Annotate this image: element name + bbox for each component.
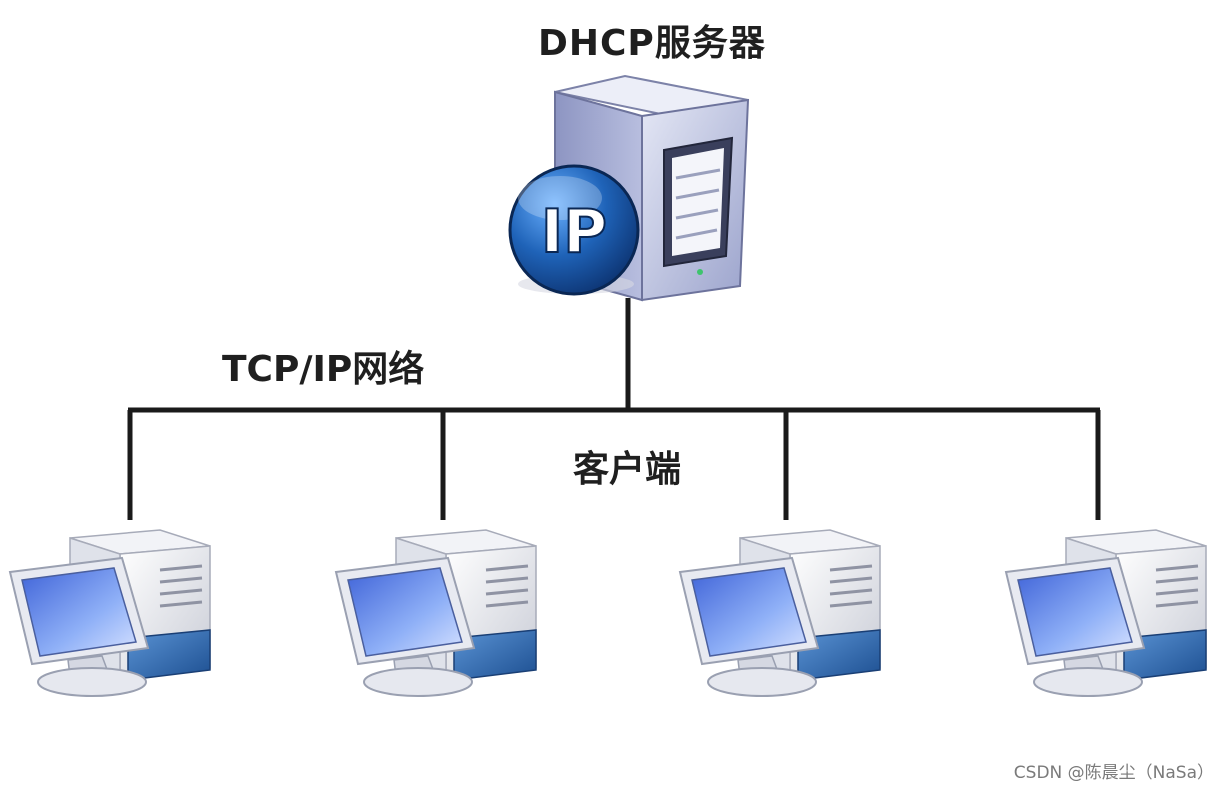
server-title: DHCP服务器 — [538, 23, 766, 64]
client-computer-4 — [1004, 528, 1208, 698]
client-computer-1 — [8, 528, 212, 698]
watermark: CSDN @陈晨尘（NaSa） — [1013, 763, 1214, 783]
client-label: 客户端 — [573, 449, 682, 490]
server-icon — [554, 74, 750, 302]
network-label: TCP/IP网络 — [222, 349, 425, 390]
client-computer-2 — [334, 528, 538, 698]
network-lines — [127, 298, 1101, 520]
client-computer-3 — [678, 528, 882, 698]
ip-badge-text: IP — [541, 197, 607, 267]
ip-badge-icon: IP — [508, 164, 640, 296]
